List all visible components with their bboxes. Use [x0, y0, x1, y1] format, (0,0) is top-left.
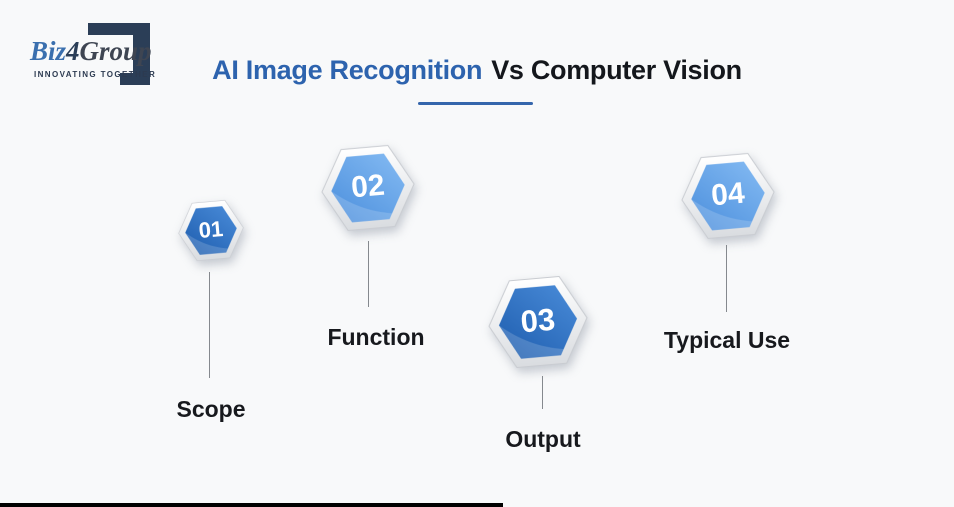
step-label-function: Function [327, 324, 425, 350]
connector-line-04 [726, 245, 727, 312]
brand-name-blue: Biz [30, 36, 67, 66]
brand-logo: Biz4Group INNOVATING TOGETHER [28, 12, 183, 96]
step-label-scope: Scope [176, 396, 246, 422]
step-number-02: 02 [349, 168, 386, 205]
brand-tagline: INNOVATING TOGETHER [34, 70, 157, 79]
hexagon-icon [321, 144, 415, 232]
page-title: AI Image Recognition Vs Computer Vision [0, 55, 954, 86]
step-number-04: 04 [709, 176, 746, 213]
hexagon-badge-01: 01 [175, 197, 246, 264]
hexagon-icon [681, 152, 775, 240]
connector-line-01 [209, 272, 210, 378]
page-title-rest: Vs Computer Vision [491, 55, 742, 85]
logo-bracket-icon [88, 23, 150, 85]
step-label-output: Output [505, 426, 581, 452]
hexagon-badge-04: 04 [677, 149, 778, 243]
step-number-03: 03 [519, 301, 557, 340]
bottom-bar [0, 503, 503, 507]
hexagon-badge-03: 03 [484, 272, 592, 372]
connector-line-02 [368, 241, 369, 307]
title-underline [418, 102, 533, 105]
brand-name-rest: Group [79, 36, 152, 66]
brand-name-four: 4 [66, 36, 80, 66]
hexagon-badge-02: 02 [317, 141, 418, 235]
page-title-highlight: AI Image Recognition [212, 55, 483, 85]
connector-line-03 [542, 376, 543, 409]
step-number-01: 01 [197, 215, 225, 243]
step-label-typical-use: Typical Use [663, 327, 791, 353]
brand-name: Biz4Group [30, 36, 152, 67]
hexagon-icon [488, 275, 588, 369]
hexagon-icon [178, 199, 244, 262]
